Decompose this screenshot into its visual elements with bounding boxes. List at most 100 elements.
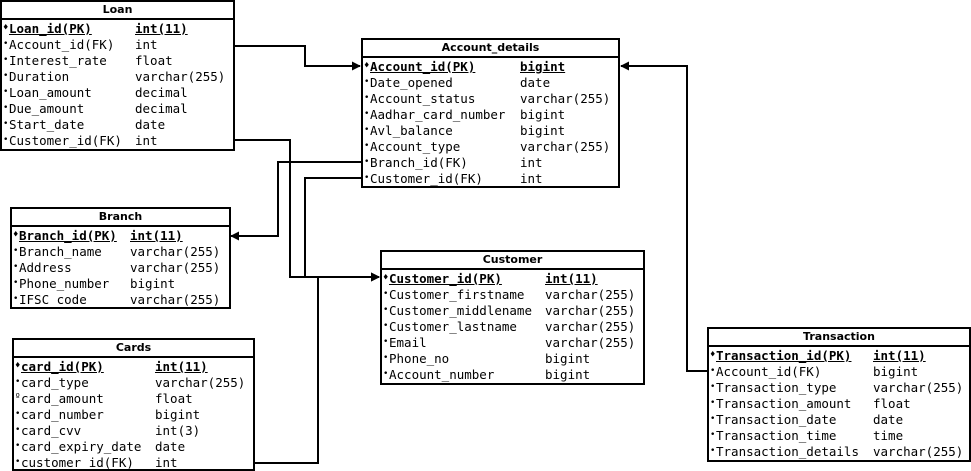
column-bullet-icon: • — [15, 457, 21, 467]
column-bullet-icon: • — [364, 173, 370, 183]
column-bullet-icon: • — [15, 377, 21, 387]
column-bullet-icon: • — [364, 109, 370, 119]
column-bullet-icon: • — [13, 246, 19, 256]
column-name: Branch_id(FK) — [370, 155, 468, 170]
column-type: decimal — [135, 101, 188, 116]
connector-transaction-account — [620, 61, 707, 372]
column-bullet-icon: • — [383, 289, 389, 299]
column-type: varchar(255) — [545, 303, 636, 318]
primary-key-icon: ♦ — [710, 350, 716, 360]
column-type: bigint — [545, 367, 591, 382]
column-bullet-icon: • — [710, 446, 716, 456]
account-details-table[interactable]: Account_details ♦Account_id(PK)bigint•Da… — [361, 38, 620, 188]
column-row: •customer_id(FK)int — [14, 455, 253, 471]
column-row: •card_type varchar(255) — [14, 375, 253, 391]
column-type: bigint — [520, 59, 566, 74]
column-bullet-icon: • — [383, 369, 389, 379]
column-name: Transaction_details — [716, 444, 859, 459]
column-name: Transaction_date — [716, 412, 837, 427]
column-type: bigint — [520, 123, 566, 138]
column-type: int — [135, 37, 158, 52]
column-name: Customer_id(FK) — [9, 133, 122, 148]
column-name: card_amount — [21, 391, 104, 406]
column-name: Customer_id(PK) — [389, 271, 502, 286]
column-name: Due_amount — [9, 101, 85, 116]
primary-key-icon: ♦ — [13, 230, 19, 240]
primary-key-icon: ♦ — [364, 61, 370, 71]
column-name: Loan_id(PK) — [9, 21, 92, 36]
column-type: int(11) — [873, 348, 926, 363]
column-name: Account_id(PK) — [370, 59, 476, 74]
transaction-table[interactable]: Transaction ♦Transaction_id(PK)int(11)•A… — [707, 327, 971, 462]
column-row: ♦Branch_id(PK)int(11) — [12, 228, 229, 244]
loan-table[interactable]: Loan ♦Loan_id(PK)int(11)•Account_id(FK)i… — [0, 0, 235, 151]
column-bullet-icon: • — [15, 441, 21, 451]
column-bullet-icon: • — [710, 398, 716, 408]
column-type: varchar(255) — [873, 444, 964, 459]
column-bullet-icon: • — [383, 337, 389, 347]
column-name: Customer_id(FK) — [370, 171, 483, 186]
account-details-table-title: Account_details — [363, 40, 618, 58]
column-type: time — [873, 428, 904, 443]
column-bullet-icon: • — [3, 87, 9, 97]
column-type: varchar(255) — [135, 69, 226, 84]
column-row: •Account_id(FK)int — [2, 37, 233, 53]
column-type: bigint — [545, 351, 591, 366]
column-name: Customer_middlename — [389, 303, 532, 318]
column-name: Transaction_amount — [716, 396, 852, 411]
column-name: Phone_number — [19, 276, 110, 291]
column-row: ♦Account_id(PK) bigint — [363, 59, 618, 75]
column-type: int — [155, 455, 178, 470]
column-name: IFSC code — [19, 292, 87, 307]
cards-table-title: Cards — [14, 340, 253, 358]
column-type: float — [873, 396, 911, 411]
column-type: int(11) — [545, 271, 598, 286]
column-bullet-icon: • — [3, 103, 9, 113]
column-type: int — [520, 171, 543, 186]
column-row: ♦Loan_id(PK)int(11) — [2, 21, 233, 37]
branch-table[interactable]: Branch ♦Branch_id(PK)int(11)•Branch_name… — [10, 207, 231, 309]
column-row: ♦Transaction_id(PK) int(11) — [709, 348, 969, 364]
column-type: varchar(255) — [155, 375, 246, 390]
customer-table[interactable]: Customer ♦Customer_id(PK)int(11)•Custome… — [380, 250, 645, 385]
column-bullet-icon: • — [15, 409, 21, 419]
column-row: •Account_id(FK)bigint — [709, 364, 969, 380]
column-type: bigint — [873, 364, 919, 379]
column-name: card_type — [21, 375, 89, 390]
column-type: varchar(255) — [545, 335, 636, 350]
primary-key-icon: ♦ — [15, 361, 21, 371]
column-type: int(11) — [130, 228, 183, 243]
column-type: date — [520, 75, 551, 90]
column-bullet-icon: • — [3, 119, 9, 129]
column-bullet-icon: • — [710, 430, 716, 440]
column-type: int(3) — [155, 423, 201, 438]
column-bullet-icon: • — [13, 294, 19, 304]
column-name: Account_id(FK) — [9, 37, 115, 52]
column-name: Transaction_id(PK) — [716, 348, 852, 363]
column-type: decimal — [135, 85, 188, 100]
column-name: card_number — [21, 407, 104, 422]
connector-account-customer — [304, 177, 380, 282]
connector-loan-customer — [234, 139, 380, 282]
column-type: date — [873, 412, 904, 427]
